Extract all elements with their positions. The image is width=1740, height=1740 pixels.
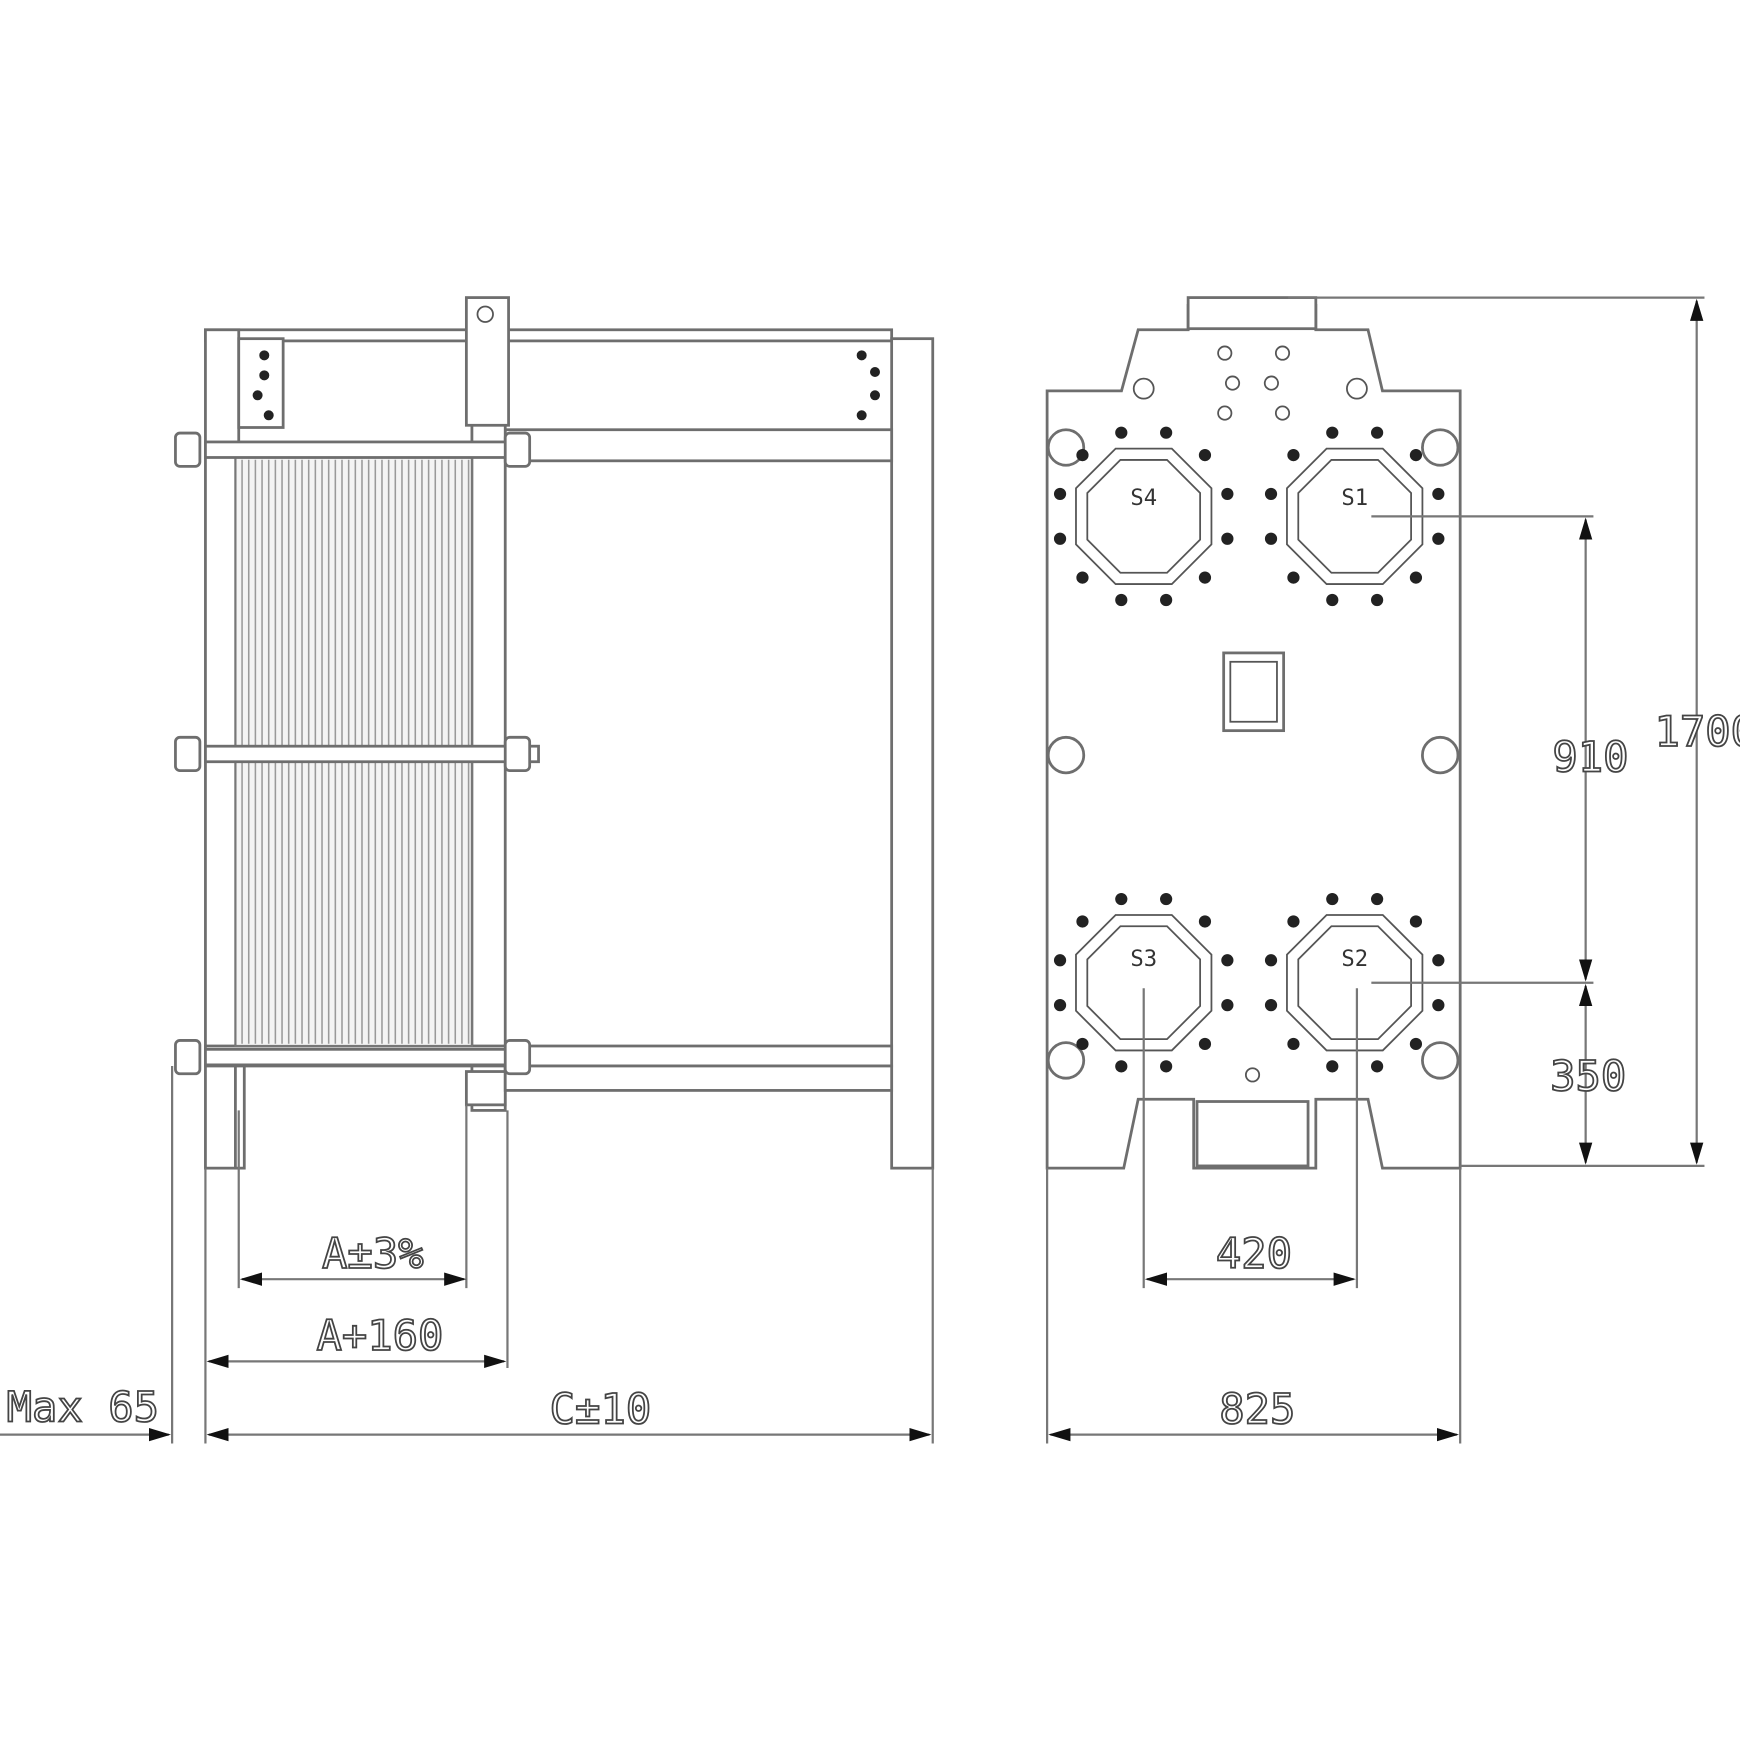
flange-bolt-icon xyxy=(1076,448,1089,462)
dim-max-overhang: Max 65 xyxy=(7,1382,159,1431)
flange-bolt-icon xyxy=(1115,892,1128,906)
dim-bottom-port-height: 350 xyxy=(1550,1051,1626,1100)
port-label-bottom-left: S3 xyxy=(1130,946,1157,972)
tie-bar-middle xyxy=(204,744,540,764)
side-view: A±3% A+160 Max 65 C±10 xyxy=(0,296,935,1444)
flange-bolt-icon xyxy=(1287,1037,1300,1051)
flange-bolt-icon xyxy=(1409,448,1423,462)
top-bolts xyxy=(1132,345,1368,1083)
flange-bolt-icon xyxy=(1409,571,1423,584)
flange-bolt-icon xyxy=(1287,571,1300,584)
bolt-icon xyxy=(1046,428,1086,467)
flange-bolt-icon xyxy=(1326,1060,1339,1073)
flange-bolt-icon xyxy=(1076,1037,1089,1051)
flange-bolt-icon xyxy=(1409,915,1423,928)
flange-bolt-icon xyxy=(1370,1060,1384,1073)
nut-icon xyxy=(503,1039,532,1076)
tie-bar-top xyxy=(204,440,518,459)
flange-bolt-icon xyxy=(1326,593,1339,607)
nut-icon xyxy=(503,431,532,468)
head-bolts xyxy=(252,350,880,421)
nut-icon xyxy=(174,1039,202,1076)
flange-bolt-icon xyxy=(1160,593,1173,607)
bolt-icon xyxy=(1046,1041,1086,1080)
port-label-bottom-right: S2 xyxy=(1341,946,1368,972)
port-flange xyxy=(1264,892,1445,1073)
port-flange xyxy=(1053,426,1234,607)
pressure-plate xyxy=(470,420,507,1112)
bottom-bracket xyxy=(1195,1100,1310,1168)
dim-port-spacing-h: 420 xyxy=(1216,1229,1292,1278)
top-carrying-bar xyxy=(204,328,894,343)
flange-bolt-icon xyxy=(1053,532,1067,545)
nut-icon xyxy=(174,735,202,773)
flange-bolt-icon xyxy=(1115,593,1128,607)
flange-bolt-icon xyxy=(1432,999,1445,1012)
flange-bolt-icon xyxy=(1076,915,1089,928)
flange-bolt-icon xyxy=(1221,954,1234,967)
lifting-eye-icon xyxy=(476,305,494,323)
dim-a-tolerance: A±3% xyxy=(322,1229,424,1278)
bottom-rail xyxy=(503,1064,894,1092)
port-flange xyxy=(1053,892,1234,1073)
flange-bolt-icon xyxy=(1053,954,1067,967)
flange-bolt-icon xyxy=(1264,487,1278,501)
support-column xyxy=(890,337,935,1170)
flange-bolt-icon xyxy=(1264,532,1278,545)
tie-bolts xyxy=(1046,428,1460,1080)
flange-bolt-icon xyxy=(1198,571,1212,584)
flange-bolt-icon xyxy=(1409,1037,1423,1051)
flange-bolt-icon xyxy=(1221,487,1234,501)
flange-bolt-icon xyxy=(1160,426,1173,439)
flange-bolt-icon xyxy=(1264,999,1278,1012)
flange-bolt-icon xyxy=(1326,426,1339,439)
bolt-icon xyxy=(1421,428,1460,467)
flange-bolt-icon xyxy=(1198,448,1212,462)
flange-bolt-icon xyxy=(1264,954,1278,967)
ports xyxy=(1053,426,1445,1073)
dim-c-length: C±10 xyxy=(550,1385,652,1434)
dim-port-spacing-v: 910 xyxy=(1552,733,1628,782)
flange-bolt-icon xyxy=(1432,487,1445,501)
flange-bolt-icon xyxy=(1076,571,1089,584)
flange-bolt-icon xyxy=(1432,954,1445,967)
lifting-lug xyxy=(464,296,510,427)
front-view: S4 S1 S3 S2 825 420 910 350 1700 xyxy=(1045,296,1740,1444)
dim-a-plus: A+160 xyxy=(316,1311,443,1360)
port-label-top-left: S4 xyxy=(1130,485,1157,511)
flange-bolt-icon xyxy=(1053,999,1067,1012)
flange-bolt-icon xyxy=(1115,426,1128,439)
frame-plate-outline xyxy=(1045,303,1462,1170)
flange-bolt-icon xyxy=(1370,593,1384,607)
dim-width: 825 xyxy=(1219,1385,1295,1434)
flange-bolt-icon xyxy=(1221,532,1234,545)
flange-bolt-icon xyxy=(1432,532,1445,545)
nut-icon xyxy=(503,735,532,773)
port-flange xyxy=(1264,426,1445,607)
flange-bolt-icon xyxy=(1198,915,1212,928)
nut-icon xyxy=(174,431,202,468)
flange-bolt-icon xyxy=(1160,892,1173,906)
flange-bolt-icon xyxy=(1287,915,1300,928)
flange-bolt-icon xyxy=(1287,448,1300,462)
flange-bolt-icon xyxy=(1198,1037,1212,1051)
flange-bolt-icon xyxy=(1326,892,1339,906)
flange-bolt-icon xyxy=(1221,999,1234,1012)
top-connector xyxy=(1186,296,1318,331)
top-rail xyxy=(503,428,894,463)
flange-bolt-icon xyxy=(1053,487,1067,501)
bolt-nuts xyxy=(174,431,532,1076)
bolt-icon xyxy=(1421,735,1460,775)
flange-bolt-icon xyxy=(1115,1060,1128,1073)
pressure-foot xyxy=(464,1070,507,1107)
dim-total-height: 1700 xyxy=(1654,707,1740,756)
flange-bolt-icon xyxy=(1370,892,1384,906)
port-label-top-right: S1 xyxy=(1341,485,1368,511)
bolt-icon xyxy=(1046,735,1086,775)
tie-bar-bottom xyxy=(204,1047,518,1067)
flange-bolt-icon xyxy=(1370,426,1384,439)
bolt-icon xyxy=(1421,1041,1460,1080)
flange-bolt-icon xyxy=(1160,1060,1173,1073)
name-plate xyxy=(1222,651,1286,733)
